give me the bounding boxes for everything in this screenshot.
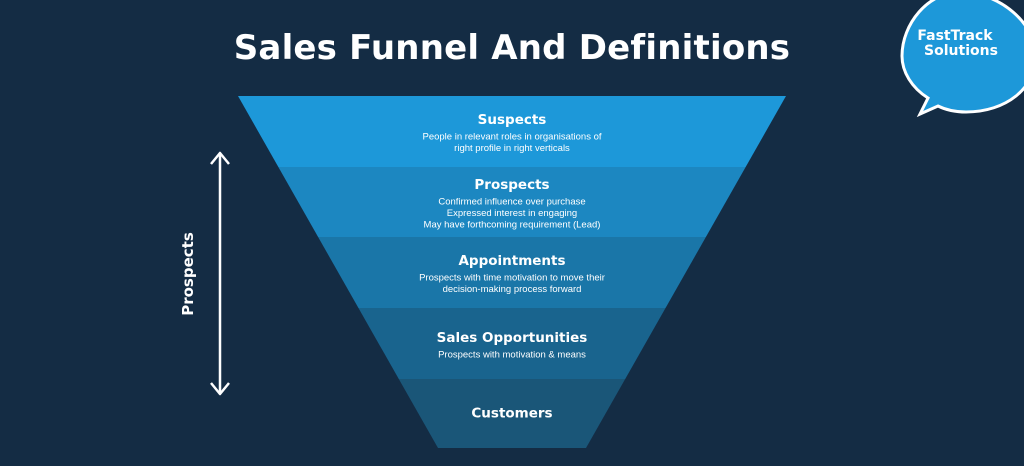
funnel-stage-title: Appointments: [458, 253, 565, 269]
funnel-stage-description: Confirmed influence over purchase: [438, 196, 585, 207]
funnel-stage-title: Suspects: [478, 112, 547, 128]
funnel-stage: [398, 379, 626, 448]
funnel-stage-description: Prospects with time motivation to move t…: [419, 273, 605, 284]
page-title: Sales Funnel And Definitions: [233, 28, 791, 68]
funnel-stage-title: Sales Opportunities: [437, 330, 588, 346]
funnel-stage-description: right profile in right verticals: [454, 143, 570, 154]
funnel-stage: [278, 167, 746, 237]
funnel-stage-description: People in relevant roles in organisation…: [422, 132, 601, 143]
funnel-stage: [318, 237, 706, 308]
funnel-stage: [358, 308, 666, 379]
funnel-stage-description: May have forthcoming requirement (Lead): [424, 219, 601, 230]
side-label: Prospects: [179, 232, 197, 316]
funnel-stage: [238, 96, 786, 167]
funnel-stage-description: decision-making process forward: [443, 284, 582, 295]
funnel-stage-description: Expressed interest in engaging: [447, 208, 577, 219]
funnel-stage-description: Prospects with motivation & means: [438, 349, 586, 360]
funnel-stage-title: Prospects: [474, 177, 549, 193]
funnel-stage-title: Customers: [471, 406, 552, 422]
